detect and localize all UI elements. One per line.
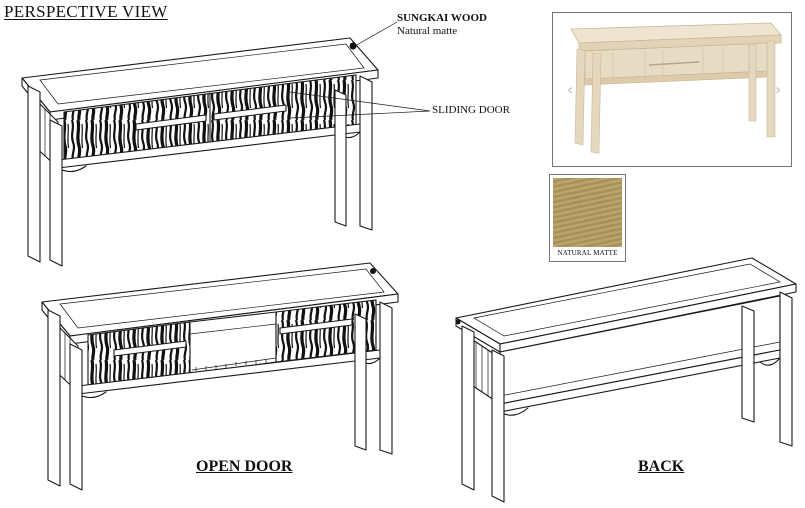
sliding-door-callout: SLIDING DOOR <box>432 104 510 116</box>
material-finish-label: Natural matte <box>397 25 458 37</box>
material-name-label: SUNGKAI WOOD <box>397 12 487 24</box>
material-leader-line <box>354 21 398 47</box>
product-photo-drawing: ‹ › <box>553 13 791 166</box>
table-open-door <box>41 262 399 491</box>
page-title: PERSPECTIVE VIEW <box>4 2 168 21</box>
photo-previous-arrow-icon[interactable]: ‹ <box>567 80 573 99</box>
open-door-view-label: OPEN DOOR <box>196 458 293 475</box>
finish-swatch-label: NATURAL MATTE <box>557 249 618 257</box>
photo-next-arrow-icon[interactable]: › <box>775 80 781 99</box>
back-view-label: BACK <box>638 458 685 475</box>
product-photo: ‹ › <box>552 12 792 167</box>
sliding-door-leader-line <box>289 91 431 119</box>
finish-swatch-card: NATURAL MATTE <box>549 174 626 262</box>
table-back-view <box>455 257 797 503</box>
finish-swatch <box>553 178 622 247</box>
table-closed-door <box>21 37 379 267</box>
